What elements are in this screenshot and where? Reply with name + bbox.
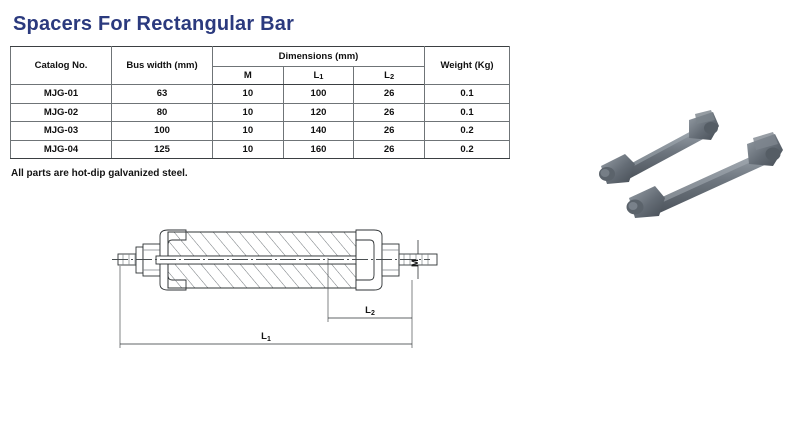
- table-header-row-bottom: M L1 L2: [11, 66, 510, 85]
- table-row: MJG-02 80 10 120 26 0.1: [10, 102, 510, 122]
- column-header-l1-text: L: [313, 70, 320, 81]
- cell-weight: 0.1: [424, 102, 510, 122]
- cell-m: 10: [212, 84, 284, 104]
- cell-l2: 26: [353, 102, 425, 122]
- column-header-weight: Weight (Kg): [424, 46, 510, 85]
- cell-l1: 140: [282, 121, 355, 141]
- cell-catalog-no: MJG-04: [10, 139, 112, 159]
- cell-bus-width: 80: [111, 102, 213, 122]
- table-body: MJG-01 63 10 100 26 0.1 MJG-02 80 10 120…: [10, 84, 510, 159]
- cell-catalog-no: MJG-01: [10, 84, 112, 104]
- cell-weight: 0.2: [424, 121, 510, 141]
- dimension-label-l2: L2: [365, 305, 375, 317]
- column-header-bus-width: Bus width (mm): [111, 46, 213, 85]
- cell-bus-width: 63: [111, 84, 213, 104]
- column-header-l2-text: L: [384, 70, 390, 81]
- table-header-row-top: Catalog No. Bus width (mm) Dimensions (m…: [10, 46, 510, 85]
- footnote-text: All parts are hot-dip galvanized steel.: [11, 168, 188, 179]
- cell-bus-width: 125: [111, 139, 213, 159]
- cell-m: 10: [212, 139, 284, 159]
- spacer-unit-rear: [599, 110, 719, 184]
- spacer-unit-front: [626, 132, 783, 218]
- product-photo: [585, 108, 790, 220]
- cell-l2: 26: [353, 139, 425, 159]
- column-header-l1-subscript: 1: [319, 72, 324, 81]
- column-header-dimensions-group: Dimensions (mm): [212, 46, 425, 67]
- cell-m: 10: [212, 121, 284, 141]
- page-title: Spacers For Rectangular Bar: [13, 13, 295, 35]
- table-row: MJG-03 100 10 140 26 0.2: [10, 121, 510, 141]
- column-header-m: M: [212, 66, 284, 85]
- cell-catalog-no: MJG-03: [10, 121, 112, 141]
- table-row: MJG-01 63 10 100 26 0.1: [10, 84, 510, 104]
- cell-l1: 160: [282, 139, 355, 159]
- dimension-label-l1: L1: [261, 331, 271, 343]
- cell-catalog-no: MJG-02: [10, 102, 112, 122]
- cell-l1: 100: [282, 84, 355, 104]
- column-header-catalog-no: Catalog No.: [10, 46, 112, 85]
- cell-l2: 26: [353, 121, 425, 141]
- cell-l1: 120: [282, 102, 355, 122]
- cell-l2: 26: [353, 84, 425, 104]
- column-header-l2: L2: [353, 66, 425, 85]
- table-row: MJG-04 125 10 160 26 0.2: [10, 139, 510, 159]
- cell-m: 10: [212, 102, 284, 122]
- technical-drawing: M L2 L1: [100, 222, 440, 362]
- cell-bus-width: 100: [111, 121, 213, 141]
- column-header-l1: L1: [282, 66, 355, 85]
- cell-weight: 0.1: [424, 84, 510, 104]
- dimension-label-m: M: [410, 259, 421, 267]
- specification-table: Catalog No. Bus width (mm) Dimensions (m…: [10, 46, 510, 159]
- cell-weight: 0.2: [424, 139, 510, 159]
- table-header: Catalog No. Bus width (mm) Dimensions (m…: [10, 46, 510, 85]
- column-header-l2-subscript: 2: [389, 72, 395, 81]
